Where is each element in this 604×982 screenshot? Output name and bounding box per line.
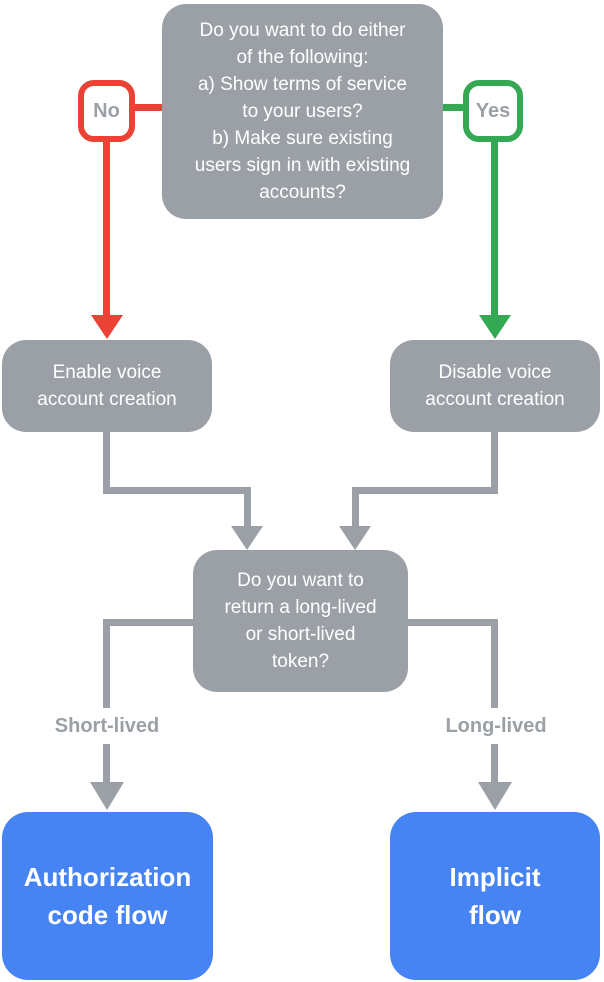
text-line: flow bbox=[469, 900, 521, 930]
enable-voice-node: Enable voice account creation bbox=[2, 340, 212, 432]
text-line: Implicit bbox=[449, 862, 541, 892]
yes-arrowhead-icon bbox=[479, 315, 511, 339]
enable-to-token-edge-vertical-1 bbox=[103, 430, 110, 490]
text-line: of the following: bbox=[236, 47, 369, 68]
enable-to-token-edge-horizontal bbox=[103, 487, 251, 494]
authorization-code-flow-node: Authorization code flow bbox=[2, 812, 213, 980]
token-to-auth-arrowhead-icon bbox=[90, 782, 124, 810]
token-to-auth-edge-horizontal bbox=[103, 619, 193, 626]
disable-to-token-edge-vertical-1 bbox=[491, 430, 498, 490]
top-question-node: Do you want to do either of the following… bbox=[162, 4, 443, 219]
token-to-implicit-edge-vertical bbox=[491, 619, 498, 784]
text-line: Do you want to bbox=[237, 570, 364, 591]
text-line: to your users? bbox=[242, 101, 363, 122]
short-lived-edge-label: Short-lived bbox=[22, 708, 192, 744]
yes-edge-vertical bbox=[491, 138, 498, 316]
text-line: account creation bbox=[37, 389, 177, 410]
disable-voice-node: Disable voice account creation bbox=[390, 340, 600, 432]
text-line: users sign in with existing bbox=[194, 155, 411, 176]
no-arrowhead-icon bbox=[91, 315, 123, 339]
disable-to-token-edge-vertical-2 bbox=[352, 487, 359, 528]
enable-to-token-arrowhead-icon bbox=[231, 526, 263, 550]
implicit-flow-node: Implicit flow bbox=[390, 812, 600, 980]
text-line: a) Show terms of service bbox=[197, 74, 408, 95]
text-line: Enable voice bbox=[52, 362, 162, 383]
enable-to-token-edge-vertical-2 bbox=[244, 487, 251, 528]
token-to-implicit-arrowhead-icon bbox=[478, 782, 512, 810]
no-edge-horizontal bbox=[131, 104, 162, 111]
no-badge-label: No bbox=[93, 99, 120, 122]
disable-to-token-edge-horizontal bbox=[352, 487, 498, 494]
text-line: b) Make sure existing bbox=[212, 128, 393, 149]
token-to-implicit-edge-horizontal bbox=[408, 619, 495, 626]
long-lived-edge-label: Long-lived bbox=[412, 708, 580, 744]
token-question-node: Do you want to return a long-lived or shor… bbox=[193, 550, 408, 692]
text-line: account creation bbox=[425, 389, 565, 410]
text-line: accounts? bbox=[259, 182, 346, 203]
no-edge-vertical bbox=[103, 138, 110, 316]
text-line: code flow bbox=[47, 900, 168, 930]
disable-to-token-arrowhead-icon bbox=[339, 526, 371, 550]
text-line: or short-lived bbox=[245, 624, 356, 645]
long-lived-edge-label-text: Long-lived bbox=[445, 714, 547, 737]
no-badge: No bbox=[78, 80, 135, 142]
text-line: Disable voice bbox=[438, 362, 552, 383]
yes-badge-label: Yes bbox=[475, 99, 511, 122]
yes-edge-horizontal bbox=[443, 104, 465, 111]
short-lived-edge-label-text: Short-lived bbox=[54, 714, 160, 737]
token-to-auth-edge-vertical bbox=[103, 619, 110, 784]
text-line: Do you want to do either bbox=[199, 20, 406, 41]
text-line: Authorization bbox=[23, 862, 192, 892]
yes-badge: Yes bbox=[463, 80, 523, 142]
text-line: return a long-lived bbox=[224, 597, 377, 618]
text-line: token? bbox=[271, 651, 330, 672]
